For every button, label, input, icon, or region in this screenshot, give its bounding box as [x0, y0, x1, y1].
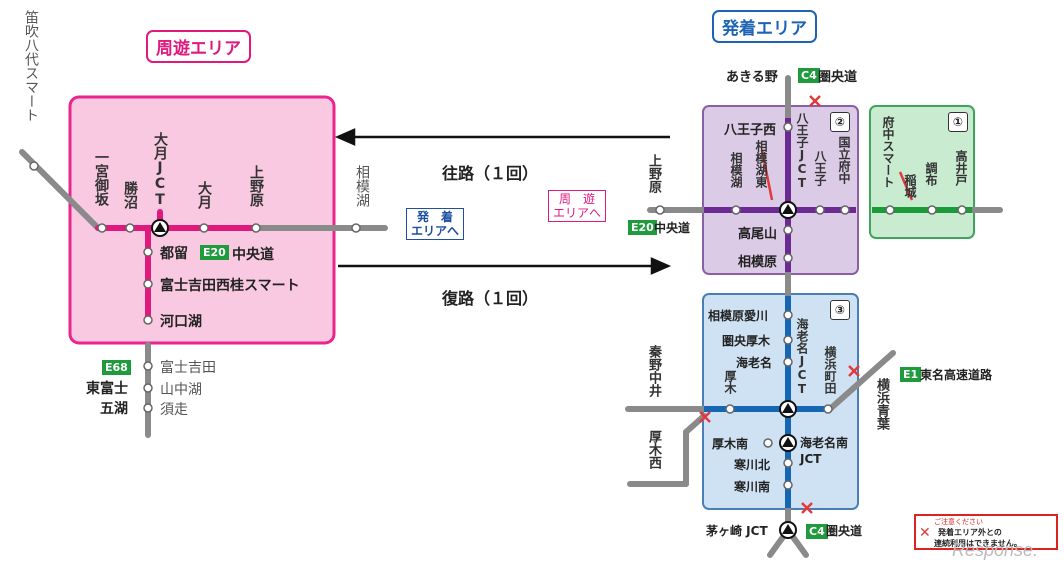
tour-area-box	[68, 95, 336, 345]
c4-top-badge: C4	[798, 68, 820, 83]
higashifuji-goko-label-2: 五湖	[100, 401, 128, 417]
hachioji-jct-label: 八王子JCT	[795, 112, 809, 190]
area-1-box	[869, 105, 975, 239]
to-depart-area-box: 発 着 エリアへ	[406, 208, 465, 240]
otsuki-label: 大月	[196, 181, 212, 209]
ebina-jct-label: 海老名JCT	[795, 318, 809, 396]
fuefuki-yashiro-smart-label: 笛吹八代スマート	[23, 10, 39, 122]
uenohara-depart-label: 上野原	[646, 154, 661, 193]
akiruno-label: あきる野	[726, 70, 778, 85]
e68-badge: E68	[102, 360, 131, 375]
ebina-minami-jct-label: 海老名南JCT	[800, 436, 849, 466]
c4-bottom-badge: C4	[806, 524, 828, 539]
fujiyoshida-label: 富士吉田	[160, 360, 216, 376]
depart-area-title: 発着エリア	[712, 10, 817, 43]
chofu-label: 調布	[924, 162, 938, 186]
hachioji-nishi-label: 八王子西	[724, 123, 777, 138]
ichinomiya-misaka-label: 一宮御坂	[93, 150, 109, 206]
sagamiko-depart-label: 相模湖	[729, 152, 743, 188]
area-1-number: ①	[948, 112, 968, 132]
to-depart-line1: 発 着	[417, 210, 454, 224]
area-2-number: ②	[830, 112, 850, 132]
fujiyoshida-nishikatsura-smart-label: 富士吉田西桂スマート	[160, 278, 300, 294]
chuo-expressway-label: 中央道	[232, 247, 274, 263]
atsugi-minami-label: 厚木南	[712, 437, 749, 451]
kenodo-top-label: 圏央道	[818, 70, 858, 85]
subashiri-label: 須走	[160, 402, 188, 418]
fuchu-smart-label: 府中スマート	[881, 116, 895, 188]
samukawa-kita-label: 寒川北	[734, 458, 771, 472]
to-tour-area-box: 周 遊 エリアへ	[548, 190, 607, 222]
e20-depart-badge: E20	[628, 220, 657, 235]
ebina-label: 海老名	[736, 356, 773, 370]
atsugi-nishi-label: 厚木西	[646, 430, 661, 469]
hachioji-label: 八王子	[813, 150, 827, 186]
sagamiko-higashi-label: 相模湖東	[754, 140, 768, 188]
e20-badge: E20	[200, 245, 229, 260]
response-watermark: Response.	[952, 540, 1039, 560]
outbound-label: 往路（１回）	[442, 164, 539, 183]
notice-caption: ご注意ください	[934, 518, 983, 526]
sagamihara-aikawa-label: 相模原愛川	[708, 309, 769, 323]
area-3-number: ③	[830, 300, 850, 320]
tour-area-title: 周遊エリア	[146, 30, 251, 63]
kunitachi-fuchu-label: 国立府中	[837, 136, 851, 184]
notice-x-icon: ✕	[919, 525, 931, 541]
to-tour-line2: エリアへ	[553, 206, 602, 220]
uenohara-label: 上野原	[248, 165, 264, 207]
otsuki-jct-label: 大月JCT	[152, 132, 168, 208]
kawaguchiko-label: 河口湖	[160, 314, 202, 330]
chuo-depart-label: 中央道	[654, 221, 691, 235]
takaido-label: 高井戸	[954, 150, 968, 186]
atsugi-label: 厚木	[723, 370, 737, 394]
notice-line2: 連続利用はできません。	[934, 539, 1022, 548]
to-depart-line2: エリアへ	[411, 224, 460, 238]
yokohama-aoba-label: 横浜青葉	[874, 378, 889, 430]
samukawa-minami-label: 寒川南	[734, 480, 771, 494]
higashifuji-goko-label-1: 東富士	[86, 381, 128, 397]
kenodo-atsugi-label: 圏央厚木	[722, 334, 771, 348]
yokohama-machida-label: 横浜町田	[823, 346, 837, 394]
area-3-box	[702, 293, 859, 510]
sagamihara-label: 相模原	[738, 255, 778, 270]
takaosan-label: 高尾山	[738, 227, 778, 242]
e1-badge: E1	[900, 367, 922, 382]
return-label: 復路（１回）	[442, 289, 539, 308]
area-2-box	[702, 105, 859, 275]
to-tour-line1: 周 遊	[559, 192, 596, 206]
kenodo-bottom-label: 圏央道	[826, 524, 863, 538]
katsunuma-label: 勝沼	[122, 181, 138, 209]
notice-line1: 発着エリア外との	[938, 528, 1002, 537]
inagi-label: 稲城	[903, 174, 917, 198]
chigasaki-jct-label: 茅ヶ崎 JCT	[706, 524, 768, 538]
tsuru-label: 都留	[160, 246, 188, 262]
notice-box: ご注意ください ✕ 発着エリア外との 連続利用はできません。	[914, 514, 1058, 550]
hadano-nakai-label: 秦野中井	[646, 345, 661, 397]
sagamiko-label: 相模湖	[354, 165, 370, 207]
tomei-label: 東名高速道路	[920, 368, 993, 382]
yamanakako-label: 山中湖	[160, 382, 202, 398]
